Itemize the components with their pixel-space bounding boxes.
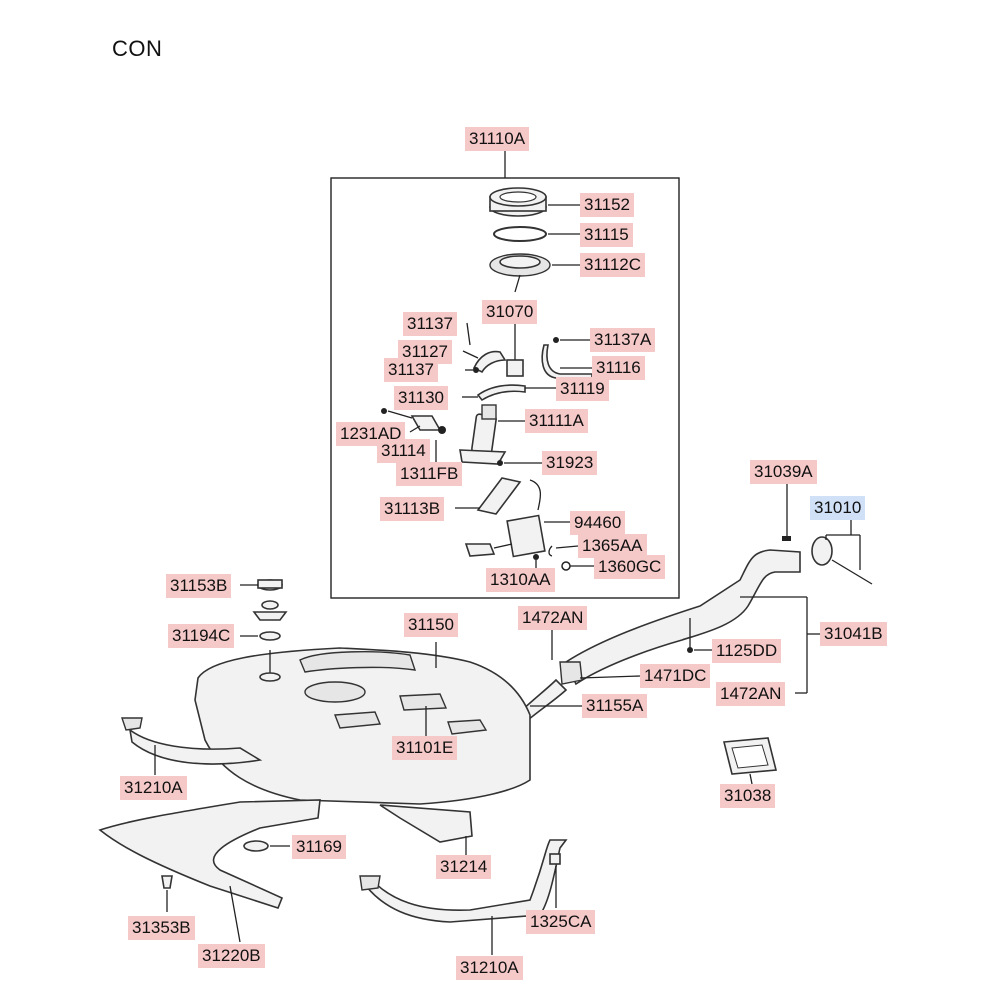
part-label-31220B[interactable]: 31220B — [198, 944, 265, 968]
part-label-31111A[interactable]: 31111A — [525, 409, 588, 433]
part-label-31114[interactable]: 31114 — [377, 439, 430, 463]
part-label-31152[interactable]: 31152 — [580, 193, 635, 217]
part-label-31137-top[interactable]: 31137 — [403, 312, 458, 336]
hose-31116 — [541, 344, 593, 379]
part-label-1472AN-bottom[interactable]: 1472AN — [716, 682, 786, 706]
sender-31113B — [476, 477, 522, 515]
part-label-31038[interactable]: 31038 — [720, 784, 776, 808]
filler-neck — [564, 549, 801, 686]
part-label-31150[interactable]: 31150 — [404, 613, 459, 637]
fuel-level-sensor — [464, 514, 546, 558]
part-label-94460[interactable]: 94460 — [570, 511, 626, 535]
ring-nut — [489, 187, 547, 217]
heat-shield-31220B — [98, 799, 321, 909]
part-label-31923[interactable]: 31923 — [542, 451, 598, 475]
part-label-31070[interactable]: 31070 — [482, 300, 538, 324]
strap-31214 — [379, 804, 473, 843]
part-label-31112C[interactable]: 31112C — [580, 253, 646, 277]
part-label-31039A[interactable]: 31039A — [750, 460, 817, 484]
part-label-1472AN-top[interactable]: 1472AN — [518, 606, 588, 630]
part-label-1231AD[interactable]: 1231AD — [336, 422, 406, 446]
part-label-31119[interactable]: 31119 — [556, 377, 609, 401]
part-label-31194C[interactable]: 31194C — [168, 624, 235, 648]
part-label-1325CA[interactable]: 1325CA — [526, 910, 596, 934]
part-label-1310AA[interactable]: 1310AA — [486, 568, 555, 592]
part-label-31101E[interactable]: 31101E — [392, 736, 458, 760]
strap-31210A-bottom — [365, 839, 568, 923]
part-label-31130[interactable]: 31130 — [394, 386, 449, 410]
part-label-1125DD[interactable]: 1125DD — [712, 639, 782, 663]
part-label-31115[interactable]: 31115 — [580, 223, 633, 247]
hose-31127 — [472, 350, 507, 374]
hose-31155A — [518, 678, 568, 722]
part-label-1311FB[interactable]: 1311FB — [396, 462, 463, 486]
part-label-31155A[interactable]: 31155A — [582, 694, 648, 718]
part-label-31153B[interactable]: 31153B — [166, 574, 232, 598]
pump-cover — [489, 253, 551, 293]
part-label-31169[interactable]: 31169 — [292, 835, 347, 859]
part-label-1471DC[interactable]: 1471DC — [640, 664, 711, 688]
part-label-1365AA[interactable]: 1365AA — [578, 534, 647, 558]
part-label-31137-bottom[interactable]: 31137 — [384, 358, 439, 382]
fuel-pump — [459, 404, 507, 465]
part-label-31010[interactable]: 31010 — [810, 496, 866, 520]
part-label-31116[interactable]: 31116 — [592, 356, 645, 380]
part-label-31353B[interactable]: 31353B — [128, 916, 195, 940]
fuel-cap — [811, 536, 833, 566]
part-label-31214[interactable]: 31214 — [436, 855, 492, 879]
part-label-31113B[interactable]: 31113B — [380, 497, 445, 521]
part-label-31210A-bottom[interactable]: 31210A — [456, 956, 523, 980]
part-label-31210A-top[interactable]: 31210A — [120, 776, 187, 800]
part-label-31137A[interactable]: 31137A — [590, 328, 656, 352]
part-label-31041B[interactable]: 31041B — [820, 622, 887, 646]
pump-fitting — [506, 359, 524, 377]
gasket — [493, 226, 547, 242]
part-label-1360GC[interactable]: 1360GC — [594, 555, 666, 579]
part-label-31110A[interactable]: 31110A — [465, 127, 530, 151]
corner-label: CON — [112, 36, 163, 61]
